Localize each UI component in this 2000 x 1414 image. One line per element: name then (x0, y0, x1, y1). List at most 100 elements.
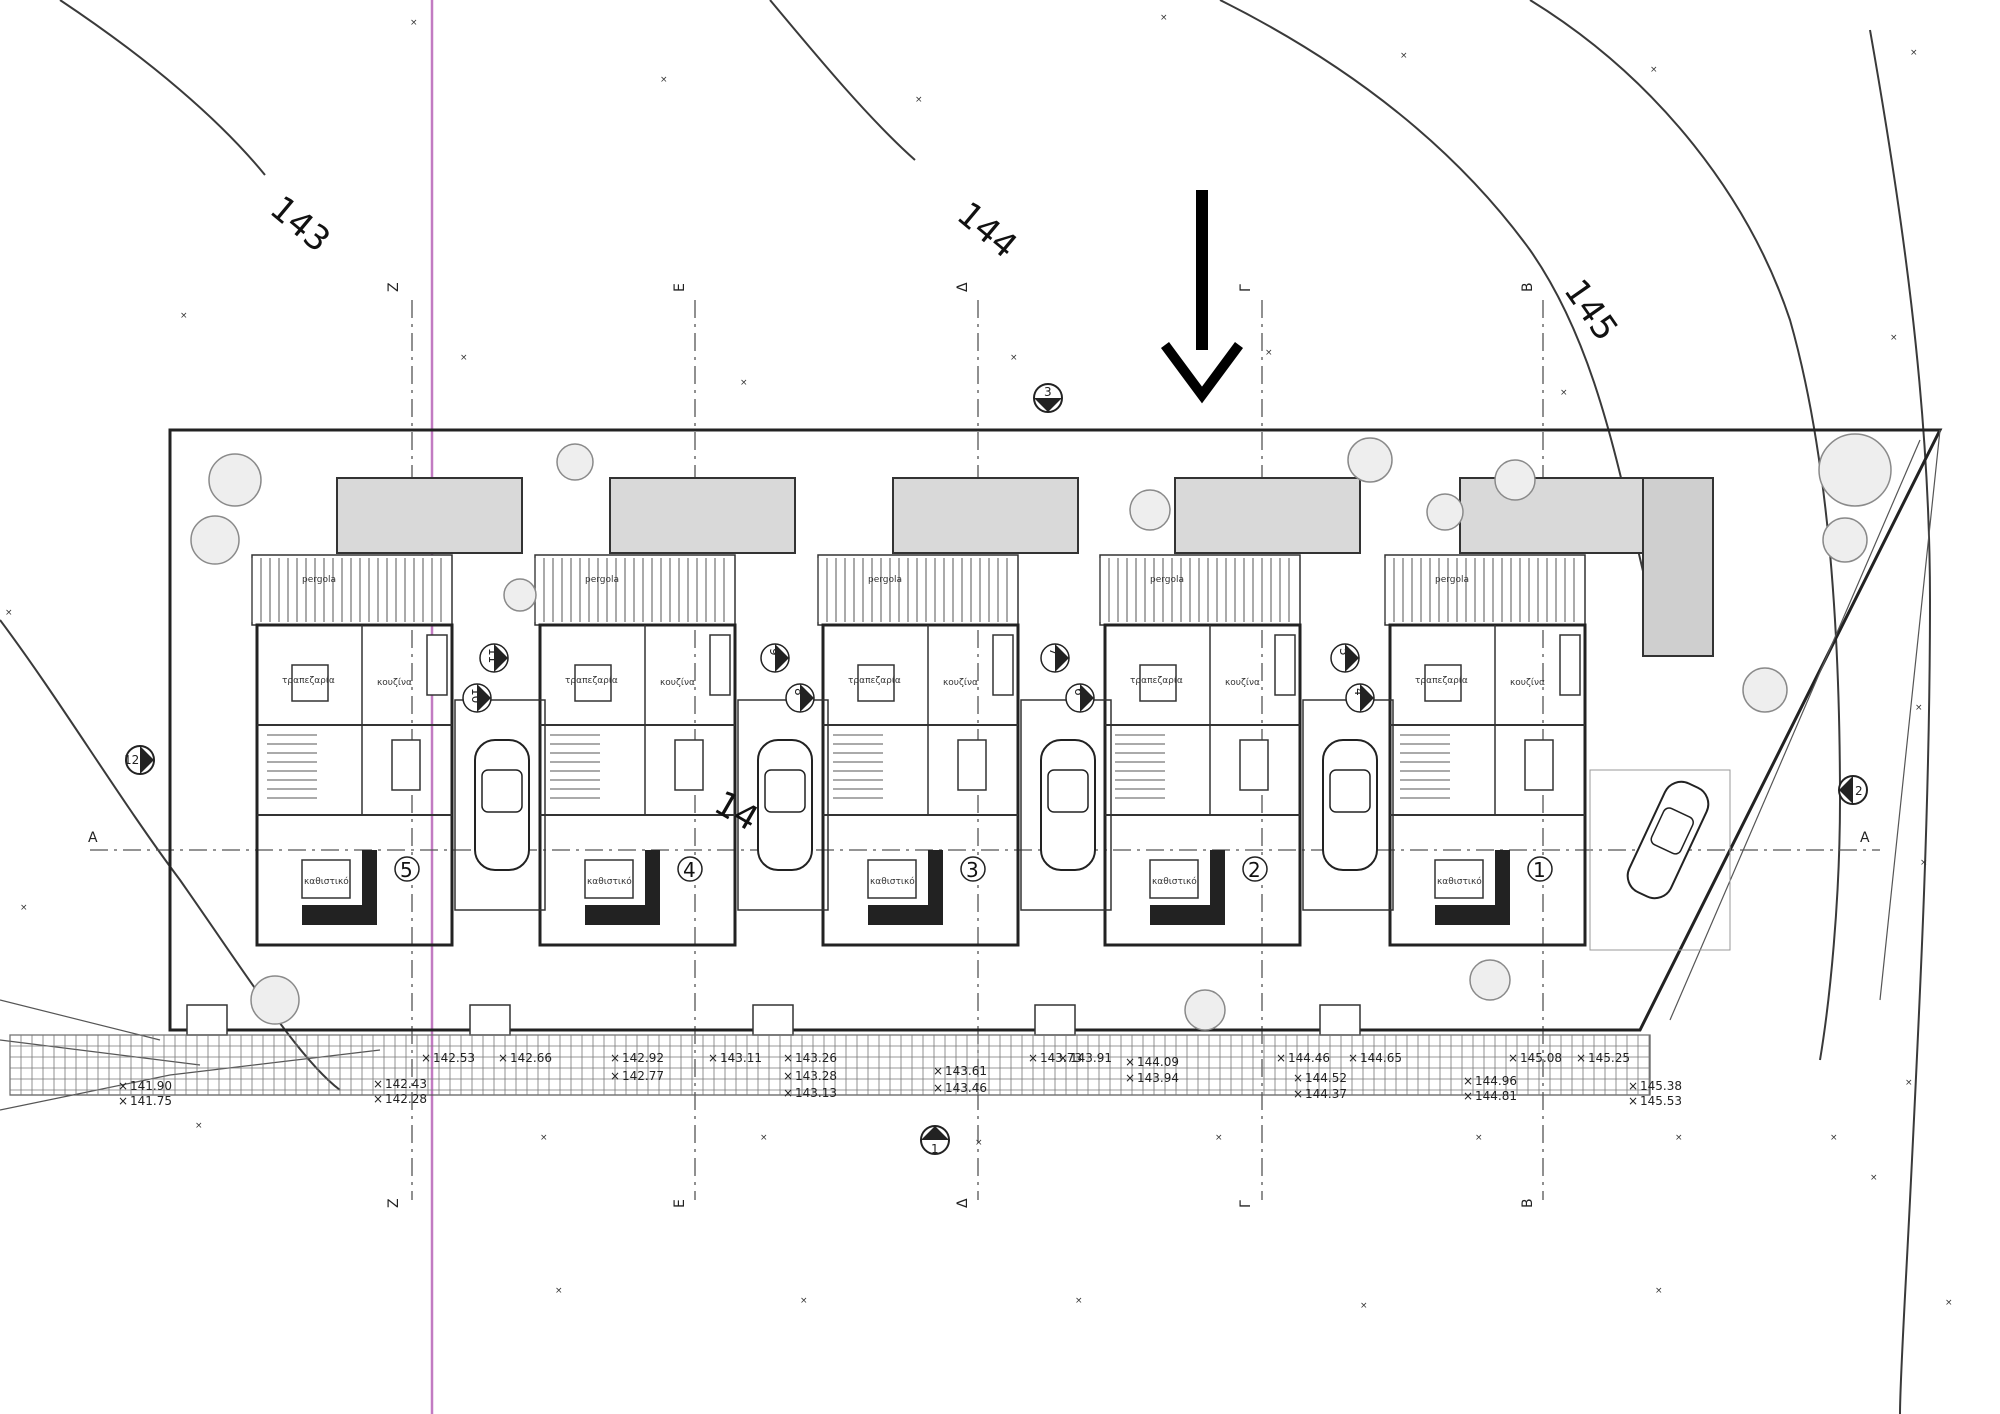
spot-value: 142.77 (622, 1069, 664, 1083)
dining-label: τραπεζαρία (282, 676, 335, 686)
spot-level: ×143.46 (933, 1081, 987, 1095)
spot-level: ×142.28 (373, 1092, 427, 1106)
unit-pergola (1099, 554, 1301, 626)
unit-pergola (251, 554, 453, 626)
spot-cross: × (1125, 1071, 1135, 1085)
unit-pergola (1384, 554, 1586, 626)
spot-value: 141.75 (130, 1094, 172, 1108)
kitchen-label: κουζίνα (943, 678, 978, 688)
kitchen-label: κουζίνα (660, 678, 695, 688)
survey-point: × (540, 1133, 548, 1143)
spot-cross: × (1463, 1089, 1473, 1103)
marker-label: 10 (469, 688, 483, 703)
unit-number-circle (394, 856, 420, 882)
unit-walls (821, 623, 1020, 947)
marker-label: 8 (792, 688, 806, 696)
survey-point: × (1650, 65, 1658, 75)
spot-cross: × (933, 1064, 943, 1078)
survey-point: × (180, 311, 188, 321)
survey-point: × (1915, 703, 1923, 713)
spot-value: 144.37 (1305, 1087, 1347, 1101)
dining-table-2 (1239, 739, 1269, 791)
kitchen-counter (992, 634, 1014, 696)
spot-cross: × (783, 1069, 793, 1083)
unit-number: 4 (683, 858, 696, 882)
spot-level: ×145.08 (1508, 1051, 1562, 1065)
spot-cross: × (118, 1094, 128, 1108)
spot-value: 142.28 (385, 1092, 427, 1106)
axis-label-delta-bottom: Δ (955, 1198, 971, 1208)
coffee-table (301, 859, 351, 899)
axis-labels-top: Z E Δ Γ B (386, 282, 1536, 292)
spot-value: 145.08 (1520, 1051, 1562, 1065)
survey-point: × (1010, 353, 1018, 363)
survey-point: × (800, 1296, 808, 1306)
spot-value: 142.43 (385, 1077, 427, 1091)
storage-box (752, 1004, 794, 1036)
spot-cross: × (708, 1051, 718, 1065)
survey-point: × (5, 608, 13, 618)
spot-level: ×144.96 (1463, 1074, 1517, 1088)
marker-label: 5 (1337, 648, 1351, 656)
spot-cross: × (933, 1081, 943, 1095)
spot-value: 144.09 (1137, 1055, 1179, 1069)
sofa (868, 850, 943, 925)
storage-box (1034, 1004, 1076, 1036)
contour-lines (0, 0, 1932, 1414)
living-label: καθιστικό (587, 876, 632, 887)
spot-level: ×144.37 (1293, 1087, 1347, 1101)
spot-cross: × (1293, 1071, 1303, 1085)
section-marker-bottom: 1 (920, 1125, 950, 1156)
spot-level: ×141.90 (118, 1079, 172, 1093)
car (474, 739, 530, 871)
spot-cross: × (118, 1079, 128, 1093)
survey-point: × (1475, 1133, 1483, 1143)
unit-walls (1103, 623, 1302, 947)
spot-cross: × (1508, 1051, 1518, 1065)
living-label: καθιστικό (304, 876, 349, 887)
carport-1 (454, 699, 546, 911)
marker-7: 7 (1040, 643, 1070, 673)
spot-level: ×145.25 (1576, 1051, 1630, 1065)
unit-stairs (267, 734, 317, 799)
axis-label-b-bottom: B (1520, 1198, 1536, 1208)
spot-cross: × (1463, 1074, 1473, 1088)
marker-5: 5 (1330, 643, 1360, 673)
survey-point: × (1265, 348, 1273, 358)
axis-label-e-bottom: E (672, 1199, 688, 1208)
spot-cross: × (610, 1069, 620, 1083)
carport-4 (1302, 699, 1394, 911)
axis-labels-bottom: Z E Δ Γ B (386, 1198, 1536, 1208)
survey-point: × (1830, 1133, 1838, 1143)
survey-point: × (1945, 1298, 1953, 1308)
spot-level: ×143.13 (783, 1086, 837, 1100)
svg-text:3: 3 (1044, 385, 1052, 399)
axis-label-delta: Δ (955, 282, 971, 292)
unit-number: 3 (966, 858, 979, 882)
dining-label: τραπεζαρία (1415, 676, 1468, 686)
spot-level: ×143.73 (1028, 1051, 1082, 1065)
section-marker-left: 12 (124, 745, 155, 775)
marker-4: 4 (1345, 683, 1375, 713)
spot-value: 142.66 (510, 1051, 552, 1065)
gap-label: 14 (708, 783, 765, 839)
spot-level: ×145.53 (1628, 1094, 1682, 1108)
unit-stairs (1115, 734, 1165, 799)
spot-value: 142.92 (622, 1051, 664, 1065)
pool-right (1642, 477, 1714, 657)
storage-box (469, 1004, 511, 1036)
storage-box (186, 1004, 228, 1036)
dining-table (857, 664, 895, 702)
spot-value: 142.53 (433, 1051, 475, 1065)
svg-text:1: 1 (931, 1142, 939, 1156)
spot-value: 144.46 (1288, 1051, 1330, 1065)
section-a-left: A (88, 830, 98, 846)
spot-level: ×144.52 (1293, 1071, 1347, 1085)
kitchen-counter (426, 634, 448, 696)
spot-level: ×143.91 (1058, 1051, 1112, 1065)
unit-number-circle (677, 856, 703, 882)
